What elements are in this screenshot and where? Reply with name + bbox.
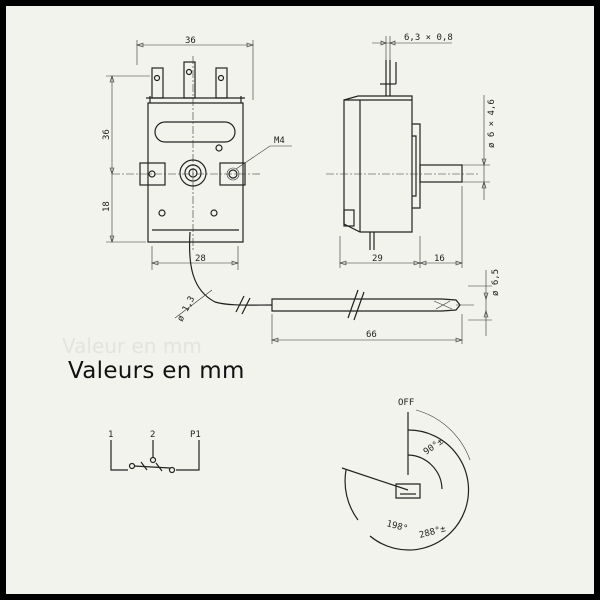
- shaft-length-dim: 16: [434, 254, 445, 264]
- front-height-dim: 36: [102, 129, 112, 140]
- angle-90-label: 90°±: [422, 437, 446, 458]
- terminal-dim: 6,3 × 0,8: [404, 33, 453, 43]
- bulb-assembly: ø 1,3 ø 6,5 66: [174, 231, 501, 344]
- bulb-diameter-dim: ø 6,5: [491, 269, 501, 296]
- terminal-2-label: 2: [150, 430, 155, 440]
- front-bottom-dim: 28: [195, 254, 206, 264]
- front-lower-dim: 18: [102, 201, 112, 212]
- shaft-dim: ø 6 × 4,6: [487, 99, 497, 148]
- terminal-1-label: 1: [108, 430, 113, 440]
- terminal-p1-label: P1: [190, 430, 201, 440]
- off-label: OFF: [398, 398, 414, 408]
- side-view: 6,3 × 0,8 ø 6 × 4,6 29 16: [326, 33, 497, 268]
- technical-drawing: 36 36 18 28 M4: [102, 33, 501, 551]
- bulb-length-dim: 66: [366, 330, 377, 340]
- angle-198-label: 198°: [385, 519, 409, 534]
- capillary-dim: ø 1,3: [176, 295, 198, 324]
- thread-label: M4: [274, 136, 285, 146]
- wiring-diagram: 1 2 P1: [108, 430, 201, 474]
- body-dim: 29: [372, 254, 383, 264]
- units-caption: Valeurs en mm: [68, 358, 245, 384]
- watermark: Valeur en mm: [62, 334, 202, 358]
- drawing-frame: Valeur en mm: [6, 6, 594, 594]
- rotation-dial: OFF 90°± 198° 288°±: [341, 398, 471, 551]
- front-view: 36 36 18 28 M4: [102, 36, 292, 270]
- front-width-dim: 36: [185, 36, 196, 46]
